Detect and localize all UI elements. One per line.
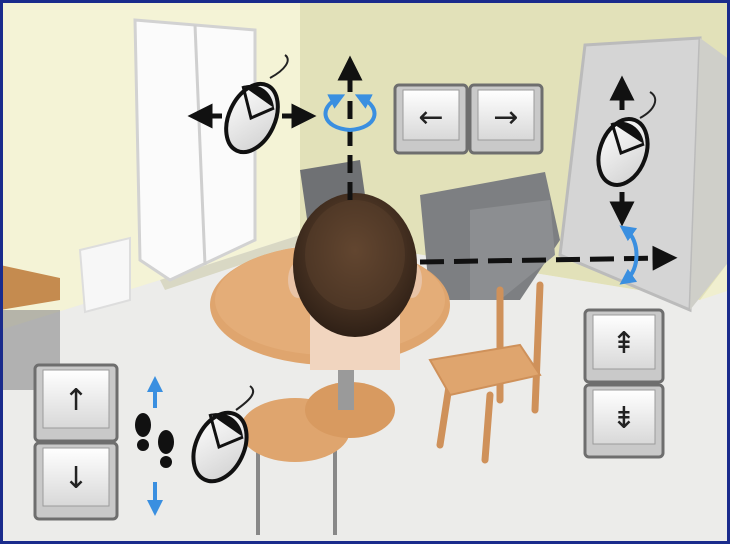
page-up-key: ⇞ xyxy=(585,310,663,382)
right-key-label: → xyxy=(493,100,518,135)
left-key-label: ← xyxy=(418,100,443,135)
up-arrow-key: ↑ xyxy=(35,365,117,441)
down-key-label: ↓ xyxy=(63,461,88,496)
down-arrow-key: ↓ xyxy=(35,443,117,519)
page-up-key-label: ⇞ xyxy=(611,326,636,361)
page-down-key: ⇟ xyxy=(585,385,663,457)
right-arrow-key: → xyxy=(470,85,542,153)
left-arrow-key: ← xyxy=(395,85,467,153)
up-key-label: ↑ xyxy=(63,383,88,418)
page-down-key-label: ⇟ xyxy=(611,401,636,436)
